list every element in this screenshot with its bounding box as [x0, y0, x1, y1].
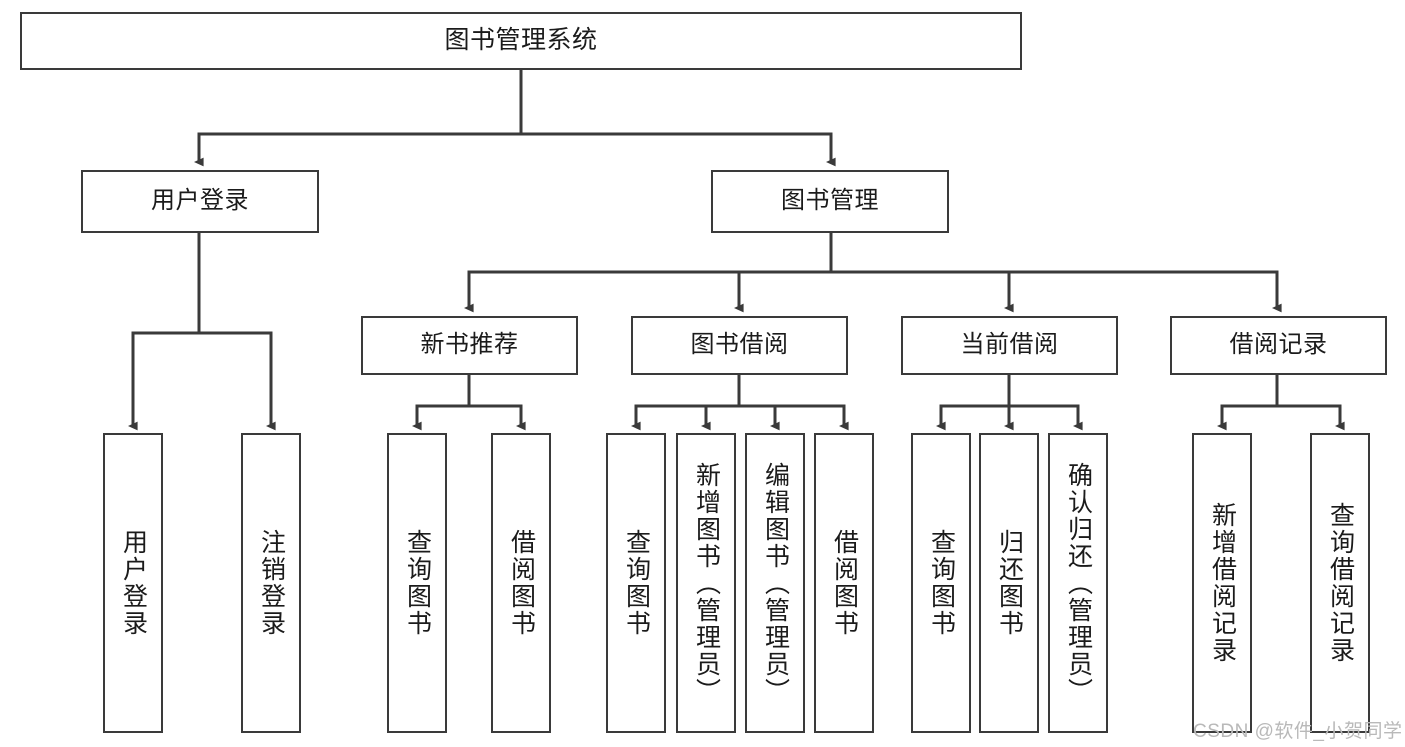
leaf-query-record[interactable]: 查询借阅记录 [1310, 433, 1370, 733]
leaf-add-book-label: 新增图书（管理员） [692, 461, 721, 705]
node-new-book-recommend[interactable]: 新书推荐 [361, 316, 578, 375]
node-root-label: 图书管理系统 [444, 26, 598, 55]
leaf-query-record-label: 查询借阅记录 [1326, 502, 1355, 664]
leaf-query-book-1[interactable]: 查询图书 [387, 433, 447, 733]
leaf-borrow-book-1[interactable]: 借阅图书 [491, 433, 551, 733]
node-current-borrow-label: 当前借阅 [960, 331, 1059, 359]
leaf-confirm-return[interactable]: 确认归还（管理员） [1048, 433, 1108, 733]
node-book-borrow-label: 图书借阅 [690, 331, 789, 359]
leaf-user-login-label: 用户登录 [119, 529, 148, 637]
leaf-query-book-3[interactable]: 查询图书 [911, 433, 971, 733]
csdn-watermark: CSDN @软件_小贺同学 [1193, 721, 1403, 742]
node-new-book-recommend-label: 新书推荐 [420, 331, 519, 359]
leaf-borrow-book-2[interactable]: 借阅图书 [814, 433, 874, 733]
node-book-management-label: 图书管理 [781, 187, 879, 215]
leaf-query-book-2-label: 查询图书 [622, 529, 651, 637]
leaf-confirm-return-label: 确认归还（管理员） [1064, 461, 1093, 705]
leaf-query-book-2[interactable]: 查询图书 [606, 433, 666, 733]
leaf-borrow-book-1-label: 借阅图书 [507, 529, 536, 637]
node-book-management[interactable]: 图书管理 [711, 170, 949, 233]
leaf-borrow-book-2-label: 借阅图书 [830, 529, 859, 637]
node-borrow-record[interactable]: 借阅记录 [1170, 316, 1387, 375]
leaf-logout-login-label: 注销登录 [257, 529, 286, 637]
leaf-query-book-1-label: 查询图书 [403, 529, 432, 637]
leaf-query-book-3-label: 查询图书 [927, 529, 956, 637]
leaf-edit-book-label: 编辑图书（管理员） [761, 461, 790, 705]
node-user-login-label: 用户登录 [151, 187, 249, 215]
leaf-logout-login[interactable]: 注销登录 [241, 433, 301, 733]
leaf-add-book[interactable]: 新增图书（管理员） [676, 433, 736, 733]
leaf-edit-book[interactable]: 编辑图书（管理员） [745, 433, 805, 733]
leaf-user-login[interactable]: 用户登录 [103, 433, 163, 733]
leaf-add-record[interactable]: 新增借阅记录 [1192, 433, 1252, 733]
node-borrow-record-label: 借阅记录 [1229, 331, 1328, 359]
node-user-login[interactable]: 用户登录 [81, 170, 319, 233]
leaf-return-book-label: 归还图书 [995, 529, 1024, 637]
leaf-add-record-label: 新增借阅记录 [1208, 502, 1237, 664]
node-current-borrow[interactable]: 当前借阅 [901, 316, 1118, 375]
node-root[interactable]: 图书管理系统 [20, 12, 1022, 70]
leaf-return-book[interactable]: 归还图书 [979, 433, 1039, 733]
node-book-borrow[interactable]: 图书借阅 [631, 316, 848, 375]
